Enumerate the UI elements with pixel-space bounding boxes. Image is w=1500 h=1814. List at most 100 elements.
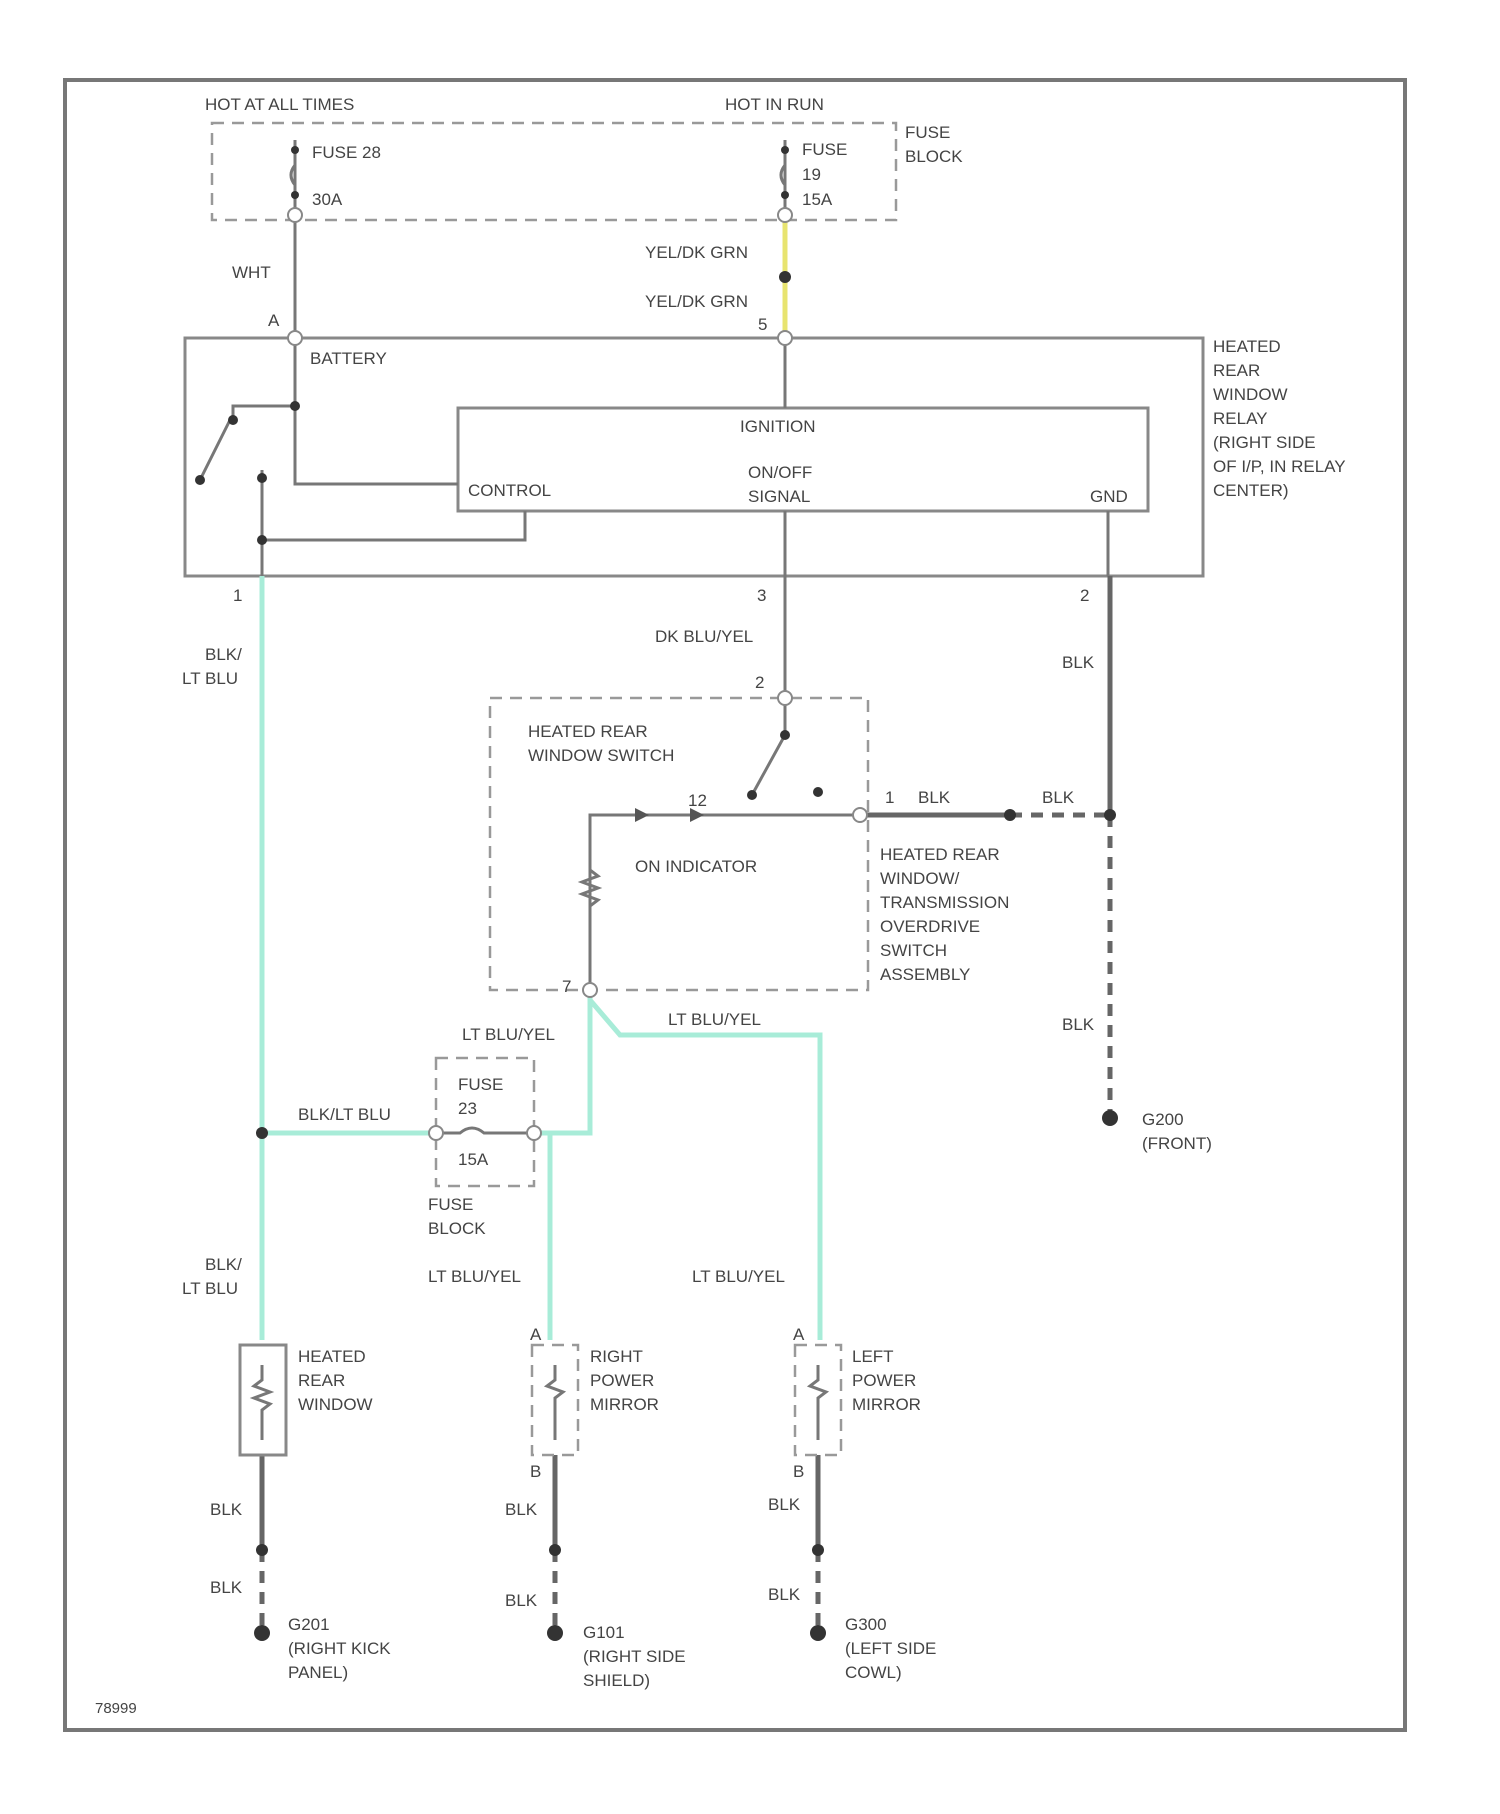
label-switch-pin-1: 1: [885, 788, 894, 807]
label-assy-4: OVERDRIVE: [880, 917, 980, 936]
label-ignition: IGNITION: [740, 417, 816, 436]
connector: [429, 1126, 443, 1140]
fuse-23-symbol: [440, 1128, 530, 1133]
label-g1-3: PANEL): [288, 1663, 348, 1682]
label-blu-lt-blu-1a: BLK/: [205, 645, 242, 664]
label-hot-all-times: HOT AT ALL TIMES: [205, 95, 354, 114]
label-switch-pin-7: 7: [562, 977, 571, 996]
label-blk-g2a: BLK: [505, 1500, 538, 1519]
junction-dot: [291, 146, 299, 154]
label-fuse-block-mid-1: FUSE: [428, 1195, 473, 1214]
label-lpm-1: LEFT: [852, 1347, 894, 1366]
label-blk-right-2: BLK: [1062, 1015, 1095, 1034]
switch-bus: [590, 815, 860, 990]
label-g1-1: G201: [288, 1615, 330, 1634]
label-dk-blu-yel: DK BLU/YEL: [655, 627, 753, 646]
switch-contact: [752, 698, 785, 795]
label-blk-g1a: BLK: [210, 1500, 243, 1519]
label-pin-1: 1: [233, 586, 242, 605]
label-relay-2: REAR: [1213, 361, 1260, 380]
connector: [288, 331, 302, 345]
label-fuse-19-amp: 15A: [802, 190, 833, 209]
label-assy-2: WINDOW/: [880, 869, 960, 888]
junction-dot: [257, 473, 267, 483]
label-hrw-1: HEATED: [298, 1347, 366, 1366]
label-g3-1: G300: [845, 1615, 887, 1634]
diagram-frame: [65, 80, 1405, 1730]
connector: [778, 691, 792, 705]
label-lt-blu-yel-4: LT BLU/YEL: [692, 1267, 785, 1286]
label-figure-id: 78999: [95, 1700, 137, 1717]
label-rpm-1: RIGHT: [590, 1347, 643, 1366]
junction-dot: [747, 790, 757, 800]
label-fuse-28-amp: 30A: [312, 190, 343, 209]
label-blk-b: BLK: [1042, 788, 1075, 807]
label-gnd: GND: [1090, 487, 1128, 506]
label-blu-lt-blu-1b: LT BLU: [182, 669, 238, 688]
connector: [583, 983, 597, 997]
connector: [288, 208, 302, 222]
label-assy-5: SWITCH: [880, 941, 947, 960]
junction-dot: [1004, 809, 1016, 821]
label-g2-2: (RIGHT SIDE: [583, 1647, 686, 1666]
label-pin-a2: A: [530, 1325, 542, 1344]
connector: [778, 208, 792, 222]
label-assy-1: HEATED REAR: [880, 845, 1000, 864]
label-lpm-2: POWER: [852, 1371, 916, 1390]
label-pin-a3: A: [793, 1325, 805, 1344]
label-hrw-3: WINDOW: [298, 1395, 373, 1414]
label-relay-3: WINDOW: [1213, 385, 1288, 404]
junction-dot: [780, 730, 790, 740]
label-yel-grn-1: YEL/DK GRN: [645, 243, 748, 262]
junction-dot: [228, 415, 238, 425]
label-pin-b2: B: [793, 1462, 804, 1481]
label-rpm-2: POWER: [590, 1371, 654, 1390]
label-lt-blu-yel-2: LT BLU/YEL: [668, 1010, 761, 1029]
label-fuse-block-mid-2: BLOCK: [428, 1219, 486, 1238]
junction-dot: [812, 1544, 824, 1556]
label-g-right-1: G200: [1142, 1110, 1184, 1129]
ground-symbol: [1102, 1110, 1118, 1126]
label-pin-b1: B: [530, 1462, 541, 1481]
label-lt-blu-yel-1: LT BLU/YEL: [462, 1025, 555, 1044]
label-switch-pin-2: 2: [755, 673, 764, 692]
label-g2-1: G101: [583, 1623, 625, 1642]
label-lt-blu-yel-3: LT BLU/YEL: [428, 1267, 521, 1286]
heater-zigzag-3: [810, 1365, 826, 1440]
junction-dot: [781, 146, 789, 154]
label-fuse-19: FUSE: [802, 140, 847, 159]
junction-dot: [813, 787, 823, 797]
connector: [853, 808, 867, 822]
label-pin-2: 2: [1080, 586, 1089, 605]
label-blk-right: BLK: [1062, 653, 1095, 672]
label-fuse-mid-amp: 15A: [458, 1150, 489, 1169]
heater-zigzag-2: [547, 1365, 563, 1440]
label-switch-pin-12: 12: [688, 791, 707, 810]
label-relay-4: RELAY: [1213, 409, 1268, 428]
ground-symbol: [810, 1625, 826, 1641]
junction-dot: [257, 535, 267, 545]
label-g3-2: (LEFT SIDE: [845, 1639, 936, 1658]
label-g2-3: SHIELD): [583, 1671, 650, 1690]
label-blk-a: BLK: [918, 788, 951, 807]
ground-symbol: [254, 1625, 270, 1641]
junction-dot: [549, 1544, 561, 1556]
switch-assembly-box: [490, 698, 868, 990]
junction-dot: [256, 1544, 268, 1556]
label-wht: WHT: [232, 263, 271, 282]
connector: [527, 1126, 541, 1140]
label-blk-g1b: BLK: [210, 1578, 243, 1597]
label-yel-grn-2: YEL/DK GRN: [645, 292, 748, 311]
label-blu-lt-blu-2a: BLK/: [205, 1255, 242, 1274]
label-blk-g2b: BLK: [505, 1591, 538, 1610]
label-onoff-1: ON/OFF: [748, 463, 812, 482]
heater-zigzag-1: [254, 1365, 270, 1440]
label-fuse-mid-num: 23: [458, 1099, 477, 1118]
label-lpm-3: MIRROR: [852, 1395, 921, 1414]
label-blk-lt-blu: BLK/LT BLU: [298, 1105, 391, 1124]
relay-contact: [200, 406, 295, 480]
label-switch-1: HEATED REAR: [528, 722, 648, 741]
label-relay-1: HEATED: [1213, 337, 1281, 356]
label-assy-3: TRANSMISSION: [880, 893, 1009, 912]
